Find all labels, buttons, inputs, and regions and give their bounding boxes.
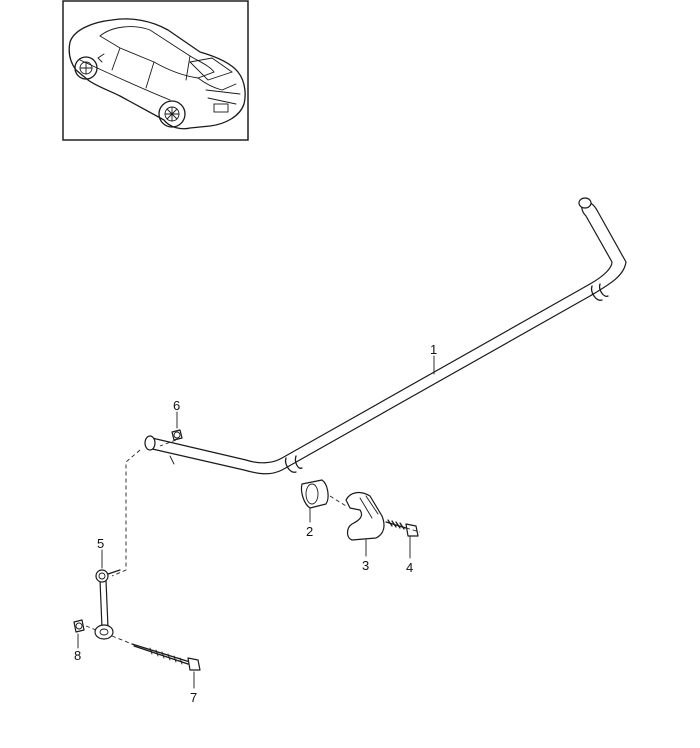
- bolt-coupling[interactable]: [131, 643, 201, 671]
- nut-lower[interactable]: [73, 619, 85, 633]
- bolt-bracket[interactable]: [385, 519, 419, 537]
- assembly-lines: [85, 439, 421, 645]
- callout-8: 8: [74, 648, 81, 663]
- callout-7: 7: [190, 690, 197, 705]
- callout-6: 6: [173, 398, 180, 413]
- leader-lines: [77, 355, 435, 689]
- callout-5: 5: [97, 536, 104, 551]
- coupling-rod[interactable]: [94, 569, 121, 640]
- vehicle-thumbnail[interactable]: [62, 0, 249, 141]
- callouts: 1 2 3 4 5 6 7 8: [74, 342, 437, 705]
- bushing[interactable]: [300, 479, 329, 509]
- callout-2: 2: [306, 524, 313, 539]
- bracket[interactable]: [345, 491, 385, 541]
- nut-upper[interactable]: [171, 429, 183, 441]
- callout-1: 1: [430, 342, 437, 357]
- stabilizer-bar[interactable]: [144, 197, 627, 475]
- car-rear-three-quarter-icon: [68, 18, 246, 130]
- callout-4: 4: [406, 560, 413, 575]
- callout-3: 3: [362, 558, 369, 573]
